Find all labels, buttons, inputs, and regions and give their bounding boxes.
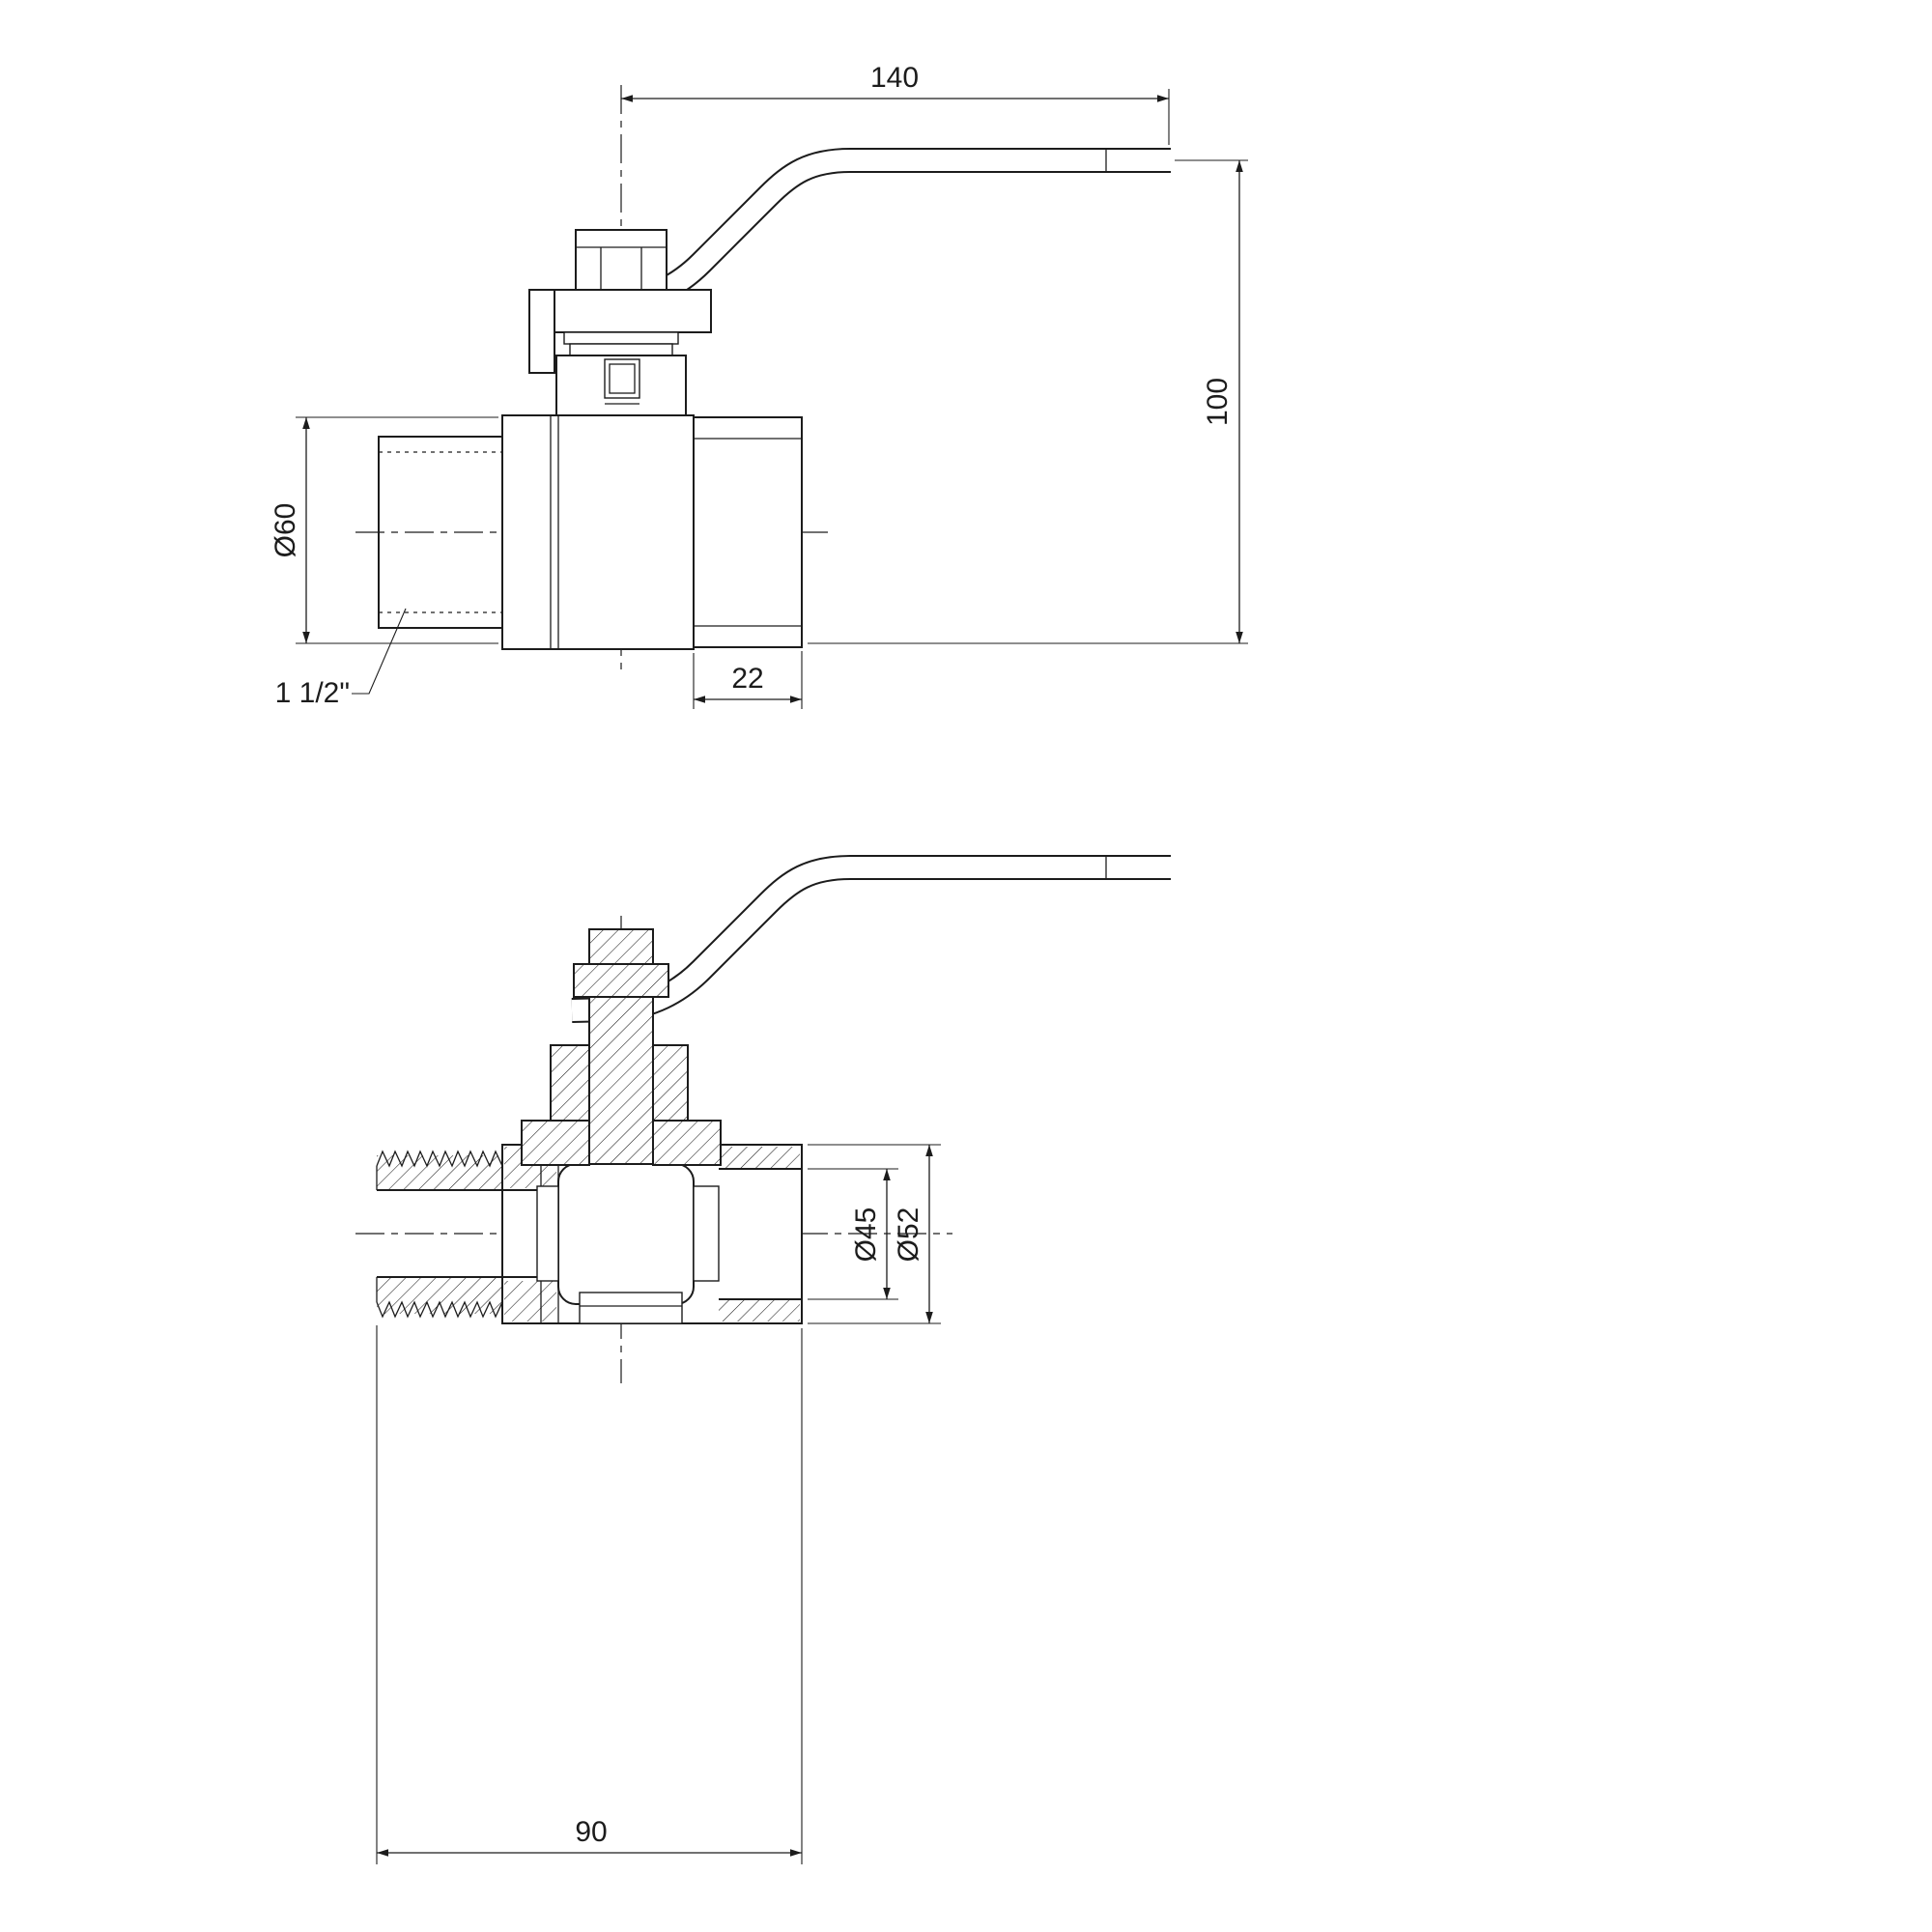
bonnet-left <box>521 1120 590 1166</box>
section-view: Ø45 Ø52 90 <box>355 855 1171 1864</box>
female-hex-nut <box>693 416 803 648</box>
handle-hook <box>528 289 555 374</box>
dim-90-label: 90 <box>575 1816 607 1848</box>
stem-window <box>604 358 640 399</box>
dim-45-label: Ø45 <box>850 1208 882 1263</box>
gland-right <box>652 1044 689 1122</box>
handle-mount-plate <box>528 289 712 333</box>
flange-hatch-bottom <box>504 1281 556 1321</box>
right-wall-hatch-top <box>719 1147 800 1168</box>
male-thread <box>378 436 503 629</box>
dimension-bore-diameter: Ø45 <box>808 1168 898 1300</box>
gland-left <box>550 1044 590 1122</box>
dim-60-label: Ø60 <box>270 503 301 558</box>
dimension-end-diameter: Ø52 <box>808 1144 941 1324</box>
stem-washer-upper <box>563 331 679 345</box>
body-center <box>501 414 695 650</box>
dim-100-label: 100 <box>1202 378 1234 426</box>
section-valve-body <box>376 1144 803 1324</box>
dim-140-label: 140 <box>870 62 919 94</box>
dim-52-label: Ø52 <box>893 1208 924 1263</box>
thread-wall-bottom-hatch <box>377 1277 502 1314</box>
dim-22-label: 22 <box>731 663 763 695</box>
thread-teeth-top <box>376 1150 503 1168</box>
bonnet-right <box>652 1120 722 1166</box>
stem-washer-lower <box>569 343 673 356</box>
front-valve-body <box>378 414 803 650</box>
stem-nut <box>575 229 668 291</box>
stem-top-nut <box>573 963 669 998</box>
thread-size-callout: 1 1/2" <box>275 608 407 709</box>
seat-right <box>693 1185 720 1282</box>
ball-retainer <box>579 1292 683 1324</box>
dimension-body-length: 90 <box>376 1325 803 1864</box>
front-stem-assembly <box>528 229 712 416</box>
thread-wall-top-hatch <box>377 1155 502 1190</box>
dimension-handle-length: 140 <box>621 62 1170 145</box>
dimension-outer-diameter: Ø60 <box>270 416 498 644</box>
seat-left <box>536 1185 559 1282</box>
thread-size-label: 1 1/2" <box>275 677 350 709</box>
dimension-nut-length: 22 <box>693 651 803 709</box>
front-view: 140 100 Ø60 22 1 1/2" <box>270 62 1248 709</box>
thread-teeth-bottom <box>376 1300 503 1319</box>
section-stem-assembly <box>521 928 722 1166</box>
right-wall-hatch-bottom <box>719 1300 800 1321</box>
dimension-overall-height: 100 <box>808 159 1248 644</box>
